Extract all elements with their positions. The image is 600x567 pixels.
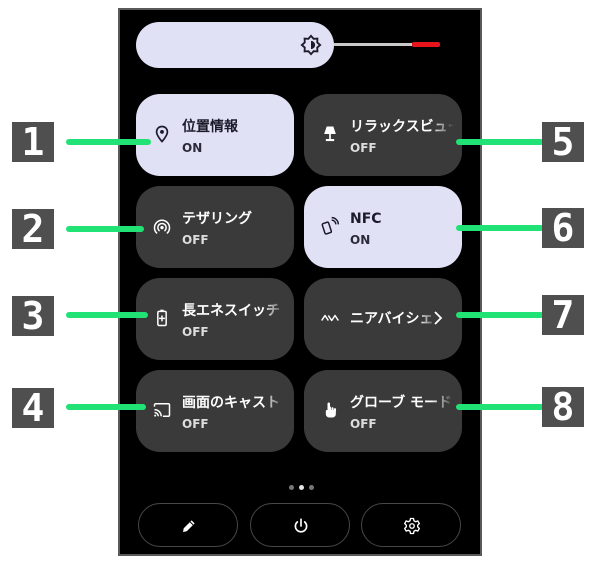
power-button[interactable] (250, 503, 350, 547)
tile-nearby-share[interactable]: ニアバイシェア (304, 278, 462, 360)
tile-status: ON (182, 141, 203, 155)
callout-line-6 (456, 225, 544, 231)
tile-status: ON (350, 233, 371, 247)
callout-line-4 (66, 404, 146, 410)
page-dot-active (299, 485, 304, 490)
callout-badge-6: 6 (542, 208, 584, 248)
nearby-share-icon (321, 314, 339, 322)
settings-icon (403, 517, 421, 535)
page-dot (309, 485, 314, 490)
brightness-track[interactable] (334, 43, 412, 46)
callout-line-5 (456, 139, 544, 145)
callout-badge-4: 4 (12, 388, 54, 428)
hotspot-icon (153, 219, 171, 234)
tile-nfc[interactable]: NFC ON (304, 186, 462, 268)
tile-location[interactable]: 位置情報 ON (136, 94, 294, 176)
tile-label: 位置情報 (182, 119, 238, 135)
power-icon (294, 518, 308, 533)
callout-badge-7: 7 (542, 295, 584, 335)
tile-screen-cast[interactable]: 画面のキャスト OFF (136, 370, 294, 452)
tile-status: OFF (350, 417, 377, 431)
brightness-icon (300, 34, 322, 56)
callout-badge-1: 1 (12, 122, 54, 162)
settings-button[interactable] (361, 503, 461, 547)
tile-status: OFF (182, 417, 209, 431)
brightness-track-end (412, 42, 440, 47)
tile-glove-mode[interactable]: グローブ モード OFF (304, 370, 462, 452)
chevron-right-icon (434, 311, 443, 325)
callout-badge-8: 8 (542, 387, 584, 427)
edit-button[interactable] (138, 503, 238, 547)
tile-battery-saver[interactable]: 長エネスイッチ OFF (136, 278, 294, 360)
callout-badge-5: 5 (542, 122, 584, 162)
tile-label: 長エネスイッチ (182, 303, 280, 319)
battery-saver-icon (157, 309, 167, 327)
brightness-slider[interactable] (136, 22, 334, 68)
callout-badge-3: 3 (12, 296, 54, 336)
nfc-icon (321, 216, 340, 235)
callout-line-7 (456, 312, 544, 318)
page-indicator (289, 475, 319, 494)
tile-status: OFF (182, 233, 209, 247)
tile-tethering[interactable]: テザリング OFF (136, 186, 294, 268)
callout-line-3 (66, 312, 148, 318)
callout-line-8 (456, 404, 544, 410)
page-dot (289, 485, 294, 490)
tile-label: 画面のキャスト (182, 395, 280, 411)
glove-touch-icon (325, 402, 337, 418)
location-pin-icon (155, 125, 169, 143)
lamp-icon (324, 126, 336, 142)
tile-status: OFF (350, 141, 377, 155)
callout-badge-2: 2 (12, 209, 54, 249)
callout-line-1 (66, 139, 151, 145)
tile-label: ニアバイシェア (350, 311, 438, 327)
tile-label: リラックスビュー (350, 119, 454, 135)
tile-status: OFF (182, 325, 209, 339)
tile-relax-view[interactable]: リラックスビュー OFF (304, 94, 462, 176)
edit-icon (183, 520, 195, 532)
cast-icon (153, 403, 171, 417)
tile-label: NFC (350, 211, 382, 227)
callout-line-2 (66, 226, 144, 232)
tile-label: グローブ モード (350, 395, 453, 411)
tile-label: テザリング (182, 211, 252, 227)
